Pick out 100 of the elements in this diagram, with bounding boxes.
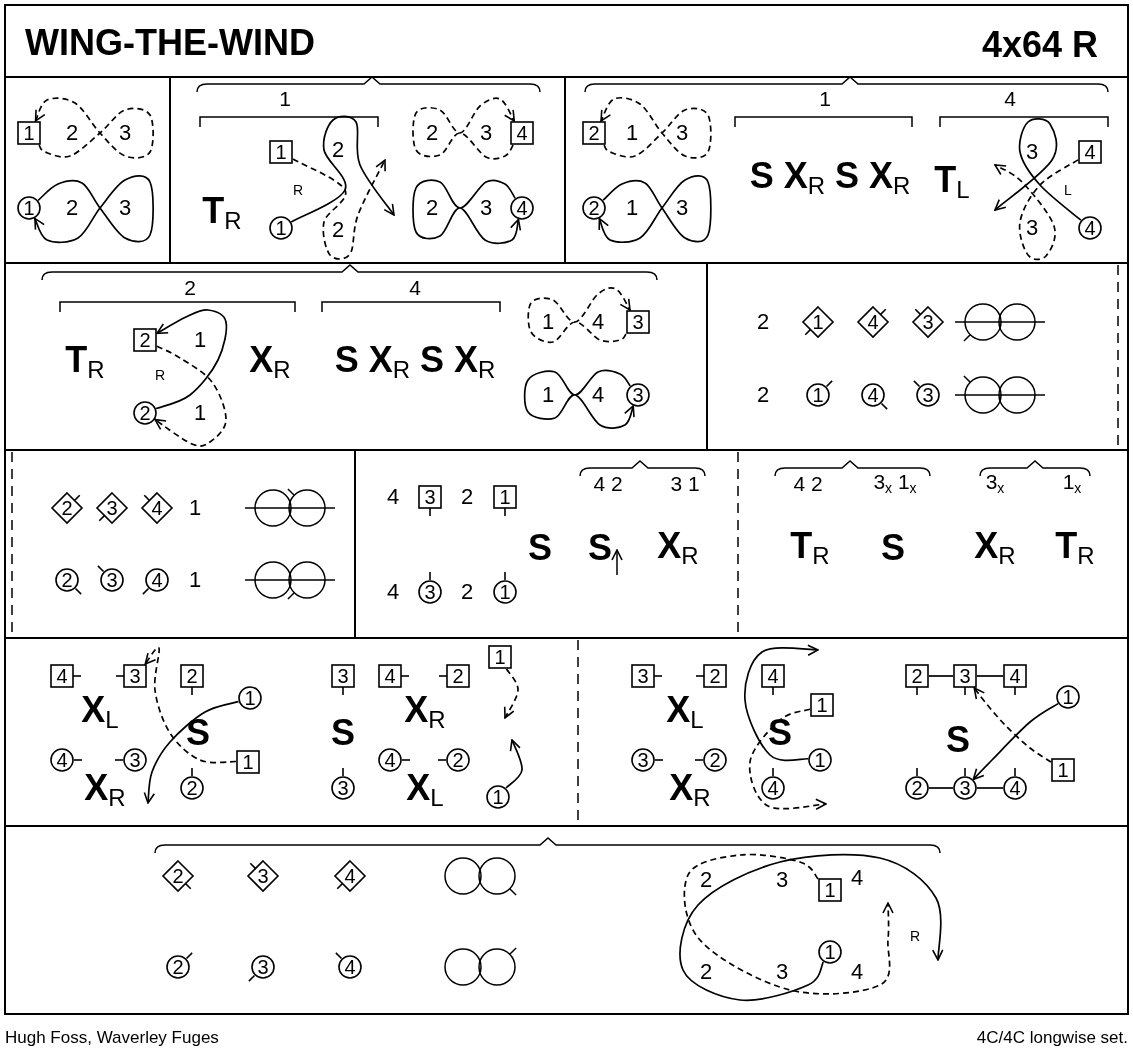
position-number: 1 (193, 329, 207, 351)
position-number: 3 (118, 197, 132, 219)
position-number: 1 (541, 311, 555, 333)
position-number: 4 (591, 311, 605, 333)
dancer-circle: 4 (1003, 776, 1027, 800)
track-arrow (143, 700, 240, 804)
dancer-box: 1 (488, 645, 512, 669)
position-number: 2 (425, 122, 439, 144)
figure-symbol: X$_{R}$ (657, 528, 699, 568)
figure-symbol: S (946, 722, 970, 758)
position-number: 4 (850, 867, 864, 889)
dancer-circle: 3 (631, 748, 655, 772)
position-number: 2 (756, 384, 770, 406)
bar-count: 3 1 (670, 472, 700, 494)
dancer-circle: 1 (238, 686, 262, 710)
position-number: 1 (625, 197, 639, 219)
figure-symbol: T$_{R}$ (65, 342, 105, 382)
track-arrow (412, 97, 516, 160)
hand-line (976, 787, 1004, 789)
position-number: 3 (1025, 217, 1039, 239)
dancer-box: 4 (510, 121, 534, 145)
bar-count: 4 (409, 276, 421, 298)
dancer-box: 1 (1051, 758, 1075, 782)
position-number: 3 (775, 869, 789, 891)
dancer-box: 3 (631, 664, 655, 688)
position-number: 3 (675, 122, 689, 144)
position-number: 4 (386, 581, 400, 603)
dancer-circle: 2 (180, 776, 204, 800)
position-number: 2 (331, 219, 345, 241)
dancer-circle: 4 (378, 748, 402, 772)
dancer-circle: 1 (486, 785, 510, 809)
track-arrow (290, 115, 395, 223)
figure-symbol: T$_{L}$ (934, 162, 970, 202)
position-number: 2 (699, 869, 713, 891)
hand-line (928, 675, 954, 677)
dancer-circle: 2 (446, 748, 470, 772)
track-arrow (600, 96, 712, 159)
track-arrow (34, 97, 154, 159)
position-number: 3 (775, 961, 789, 983)
direction-letter: R (292, 183, 304, 197)
dancer-box: 1 (818, 878, 842, 902)
dancer-circle: 4 (510, 196, 534, 220)
figure-symbol: X$_{L}$ (406, 770, 444, 810)
figure-symbol: X$_{R}$ (84, 770, 126, 810)
track-arrow (144, 646, 237, 764)
track-arrow (994, 118, 1082, 222)
track-arrow (679, 853, 945, 1002)
figure-symbol: S (186, 715, 210, 751)
dancer-diamond: 4 (141, 492, 173, 524)
dancer-circle: 1 (818, 940, 842, 964)
dancer-box: 3 (953, 664, 977, 688)
bar-count: 4 (1004, 87, 1016, 109)
dancer-box: 4 (378, 664, 402, 688)
position-number: 3 (118, 122, 132, 144)
position-number: 3 (479, 197, 493, 219)
set-type: 4C/4C longwise set. (976, 1028, 1128, 1046)
figure-symbol: X$_{R}$ (249, 342, 291, 382)
dancer-circle: 3 (626, 383, 650, 407)
bar-count: 3$_{x}$ 1$_{x}$ (873, 471, 917, 495)
figure-symbol: S (528, 530, 552, 566)
track-arrow (155, 309, 228, 410)
position-number: 1 (541, 384, 555, 406)
dancer-diamond: 3 (912, 306, 944, 338)
bar-count: 1 (279, 87, 291, 109)
figure-symbol: X$_{R}$ (404, 692, 446, 732)
position-number: 2 (460, 486, 474, 508)
dancer-circle: 2 (133, 401, 157, 425)
position-number: 2 (331, 139, 345, 161)
dance-title: WING-THE-WIND (25, 25, 315, 61)
dancer-circle: 1 (806, 383, 830, 407)
dancer-circle: 1 (17, 196, 41, 220)
dancer-circle: 2 (905, 776, 929, 800)
dancer-circle: 4 (338, 955, 362, 979)
position-number: 2 (65, 197, 79, 219)
direction-letter: L (1064, 183, 1072, 197)
position-number: 3 (1025, 141, 1039, 163)
dancer-diamond: 4 (334, 860, 366, 892)
dancer-circle: 1 (493, 580, 517, 604)
position-number: 3 (479, 122, 493, 144)
track-arrow (973, 687, 1052, 763)
position-number: 1 (625, 122, 639, 144)
dancer-circle: 3 (251, 955, 275, 979)
dancer-box: 2 (180, 664, 204, 688)
dancer-circle: 3 (100, 568, 124, 592)
dancer-circle: 2 (166, 955, 190, 979)
dancer-box: 1 (810, 693, 834, 717)
figure-symbol: T$_{R}$ (1055, 528, 1095, 568)
credit-text: Hugh Foss, Waverley Fuges (5, 1028, 219, 1046)
position-number: 4 (850, 961, 864, 983)
bar-count: 1$_{x}$ (1062, 471, 1082, 495)
track-arrow (504, 668, 519, 719)
track-arrow (994, 159, 1079, 261)
figure-symbol: T$_{R}$ (202, 193, 242, 233)
bar-count: 2 (184, 276, 196, 298)
hand-line (976, 675, 1004, 677)
track-arrow (412, 179, 522, 245)
dancer-diamond: 3 (247, 860, 279, 892)
dancer-circle: 3 (953, 776, 977, 800)
bar-count: 1 (819, 87, 831, 109)
dancer-circle: 3 (123, 748, 147, 772)
